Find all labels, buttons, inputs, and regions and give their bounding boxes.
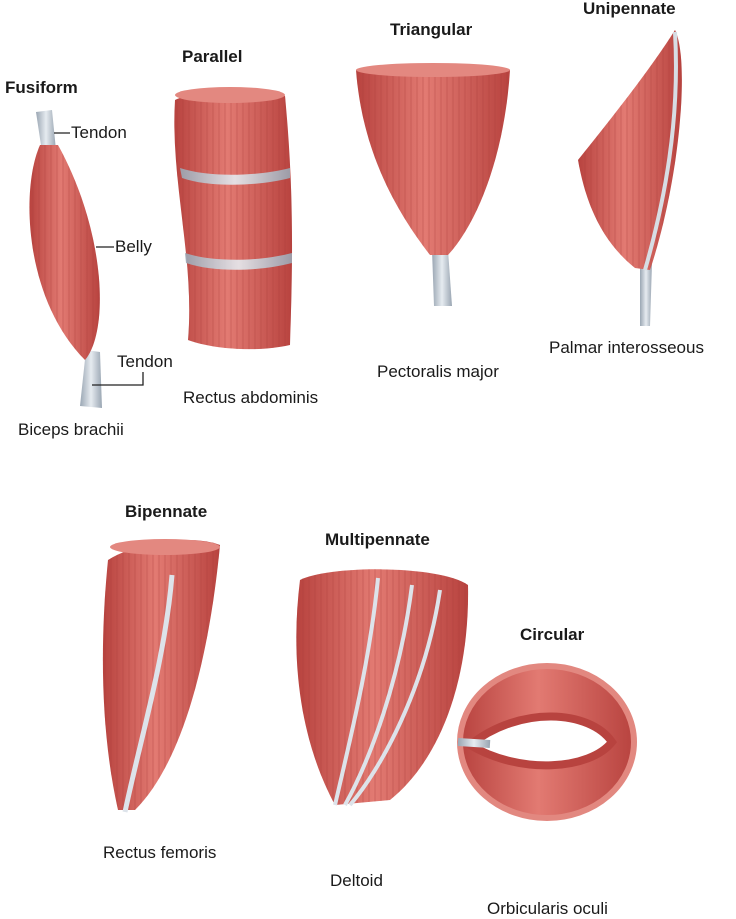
unipennate-muscle — [578, 30, 682, 326]
bipennate-example: Rectus femoris — [103, 843, 217, 862]
circular-title: Circular — [520, 625, 585, 644]
unipennate-example: Palmar interosseous — [549, 338, 704, 357]
parallel-title: Parallel — [182, 47, 243, 66]
bipennate-muscle — [102, 539, 220, 813]
parallel-example: Rectus abdominis — [183, 388, 319, 407]
multipennate-muscle — [296, 569, 469, 807]
tendon-bottom-label: Tendon — [117, 352, 173, 371]
fusiform-muscle — [29, 110, 144, 408]
fusiform-title: Fusiform — [5, 78, 78, 97]
multipennate-title: Multipennate — [325, 530, 430, 549]
unipennate-title: Unipennate — [583, 0, 676, 18]
multipennate-example: Deltoid — [330, 871, 383, 890]
bipennate-title: Bipennate — [125, 502, 208, 521]
fusiform-example: Biceps brachii — [18, 420, 124, 439]
triangular-example: Pectoralis major — [377, 362, 499, 381]
belly-label: Belly — [115, 237, 152, 256]
parallel-muscle — [174, 87, 293, 350]
triangular-title: Triangular — [390, 20, 473, 39]
circular-muscle — [457, 663, 637, 821]
circular-example: Orbicularis oculi — [487, 899, 608, 918]
triangular-muscle — [356, 63, 510, 306]
tendon-top-label: Tendon — [71, 123, 127, 142]
